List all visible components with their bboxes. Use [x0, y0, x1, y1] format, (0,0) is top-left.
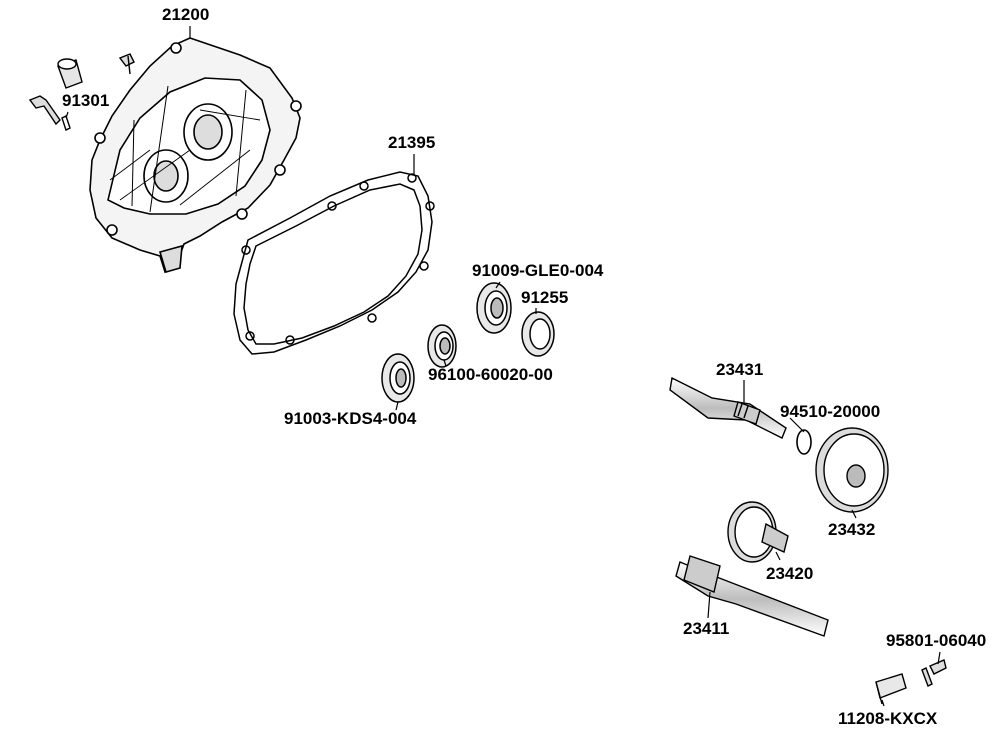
transmission-case [89, 37, 302, 274]
bearing-96100 [427, 324, 457, 368]
case-bolt-parts [28, 53, 135, 131]
part-label-91301: 91301 [62, 91, 110, 110]
leader-lines [65, 26, 941, 707]
counter-shaft [669, 376, 787, 439]
bearing-91003 [381, 353, 415, 403]
part-label-91255: 91255 [521, 288, 569, 307]
part-label-91003-kds4-004: 91003-KDS4-004 [284, 409, 417, 428]
bearing-91009 [476, 282, 512, 334]
drive-shaft [675, 555, 829, 637]
oil-seal-91255 [521, 311, 555, 357]
part-label-95801-06040: 95801-06040 [886, 631, 987, 650]
part-label-96100-60020-00: 96100-60020-00 [428, 365, 553, 384]
part-label-94510-20000: 94510-20000 [780, 402, 881, 421]
part-label-23432: 23432 [828, 520, 876, 539]
counter-gear [815, 427, 889, 513]
part-label-23420: 23420 [766, 564, 814, 583]
part-label-23431: 23431 [716, 360, 764, 379]
circlip [796, 429, 812, 455]
part-label-21200: 21200 [162, 5, 210, 24]
part-label-91009-gle0-004: 91009-GLE0-004 [472, 261, 604, 280]
small-bolt [921, 659, 947, 687]
final-gear [727, 501, 789, 563]
part-label-21395: 21395 [388, 133, 436, 152]
part-label-11208-kxcx: 11208-KXCX [838, 709, 938, 728]
gasket [233, 171, 435, 355]
part-label-23411: 23411 [683, 619, 730, 638]
clip-plate [875, 673, 907, 705]
